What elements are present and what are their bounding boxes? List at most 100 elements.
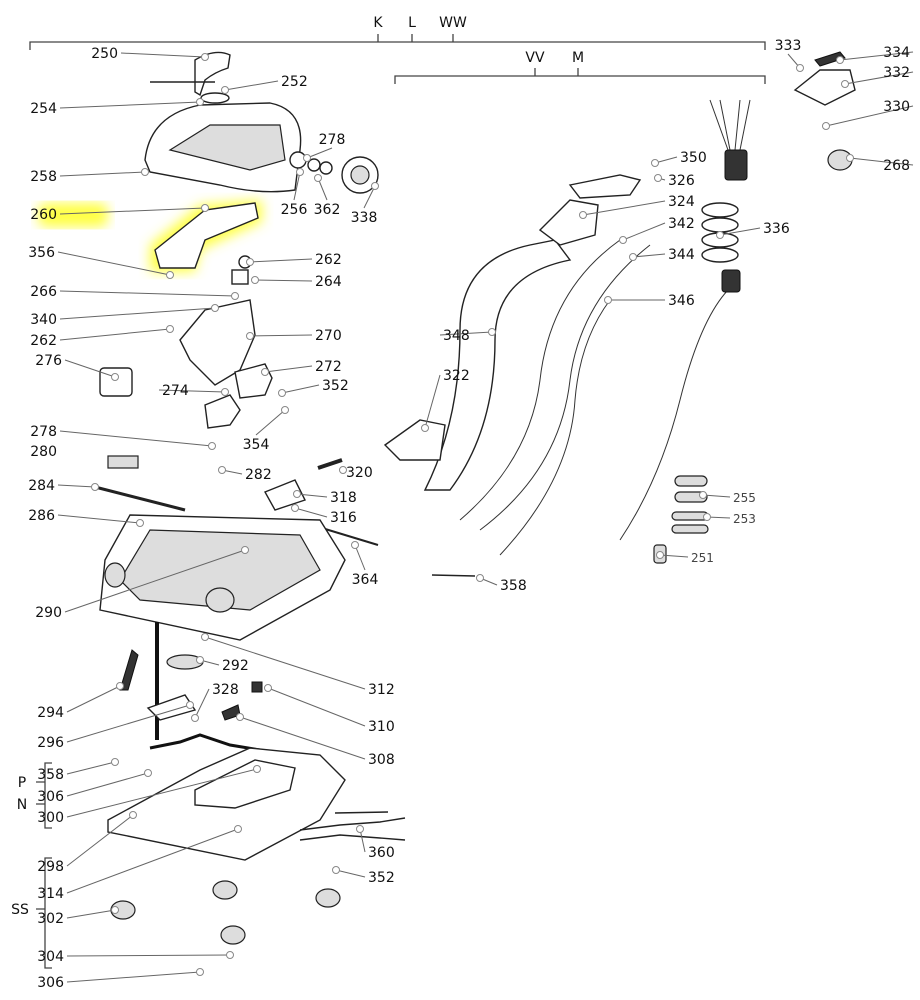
part-294 [119,649,139,691]
leader-line [849,157,914,166]
leader-dot [619,236,627,244]
leader-line [66,971,201,983]
leader-dot [261,368,269,376]
part-324 [538,199,599,246]
leader-dot [281,406,289,414]
leader-dot [253,765,261,773]
leader-line [120,52,206,58]
callout-304: 304 [37,949,234,965]
callout-264: 264 [251,274,342,290]
leader-dot [246,258,254,266]
part-number-label: 251 [691,551,714,565]
leader-line [64,549,246,613]
leader-line [59,290,236,297]
leader-dot [604,296,612,304]
group-label: SS [11,902,29,918]
part-number-label: 274 [162,383,189,399]
leader-dot [236,713,244,721]
part-number-label: 344 [668,247,695,263]
callout-268: 268 [846,154,914,174]
leader-line [296,493,328,498]
leader-line [255,409,286,436]
callout-306: 306 [37,968,204,991]
callout-340: 340 [30,304,219,328]
part-334 [814,51,846,67]
part-300 [194,759,296,809]
part-number-label: 314 [37,886,64,902]
leader-dot [836,56,844,64]
leader-line [204,636,366,690]
leader-dot [111,373,119,381]
leader-line [57,514,141,524]
callout-280: 280 [30,444,57,460]
callout-298: 298 [37,811,137,875]
part-number-label: 312 [368,682,395,698]
part-number-label: 348 [443,328,470,344]
leader-line [719,227,761,236]
leader-line [59,171,146,177]
callout-310: 310 [264,684,395,735]
part-number-label: 280 [30,444,57,460]
callout-350: 350 [651,150,707,167]
callout-302: 302 [37,906,119,927]
leader-dot [351,541,359,549]
part-number-label: 286 [28,508,55,524]
callout-328: 328 [191,682,239,722]
callout-364: 364 [351,541,378,588]
leader-dot [846,154,854,162]
part-318 [264,479,306,511]
group-label: VV [525,50,545,66]
part-number-label: 316 [330,510,357,526]
part-number-label: 318 [330,490,357,506]
leader-dot [488,328,496,336]
leader-line [335,869,366,878]
leader-dot [264,684,272,692]
callout-296: 296 [37,701,194,751]
leader-dot [166,271,174,279]
leader-line [59,328,171,341]
part-number-label: 258 [30,169,57,185]
part-number-label: 278 [30,424,57,440]
leader-dot [371,182,379,190]
leader-dot [129,811,137,819]
callout-274: 274 [158,383,229,399]
leader-line [582,200,666,216]
leader-dot [221,86,229,94]
part-number-label: 262 [315,252,342,268]
part-276 [99,367,133,397]
part-number-label: 308 [368,752,395,768]
part-326 [568,174,642,199]
leader-dot [629,253,637,261]
leader-line [632,253,666,258]
leader-line [249,258,313,263]
callout-252: 252 [221,74,308,94]
callout-286: 286 [28,508,144,527]
leader-line [254,279,313,282]
callout-262: 262 [30,325,174,349]
leader-line [249,334,313,337]
callout-362: 362 [314,174,340,218]
part-number-label: 352 [322,378,349,394]
leader-line [424,374,441,429]
leader-dot [246,332,254,340]
part-number-label: 340 [30,312,57,328]
part-280 [107,455,139,469]
leader-line [702,494,731,498]
part-number-label: 262 [30,333,57,349]
callout-356: 356 [28,245,174,279]
part-number-label: 304 [37,949,64,965]
leader-dot [293,490,301,498]
part-number-label: 292 [222,658,249,674]
callout-352: 352 [332,866,395,886]
part-number-label: 278 [319,132,346,148]
leader-dot [716,231,724,239]
callout-251: 251 [656,551,714,565]
leader-dot [703,513,711,521]
part-number-label: 298 [37,859,64,875]
leader-line [281,384,320,394]
part-number-label: 338 [351,210,378,226]
callout-324: 324 [579,194,695,219]
leader-dot [218,466,226,474]
part-number-label: 282 [245,467,272,483]
